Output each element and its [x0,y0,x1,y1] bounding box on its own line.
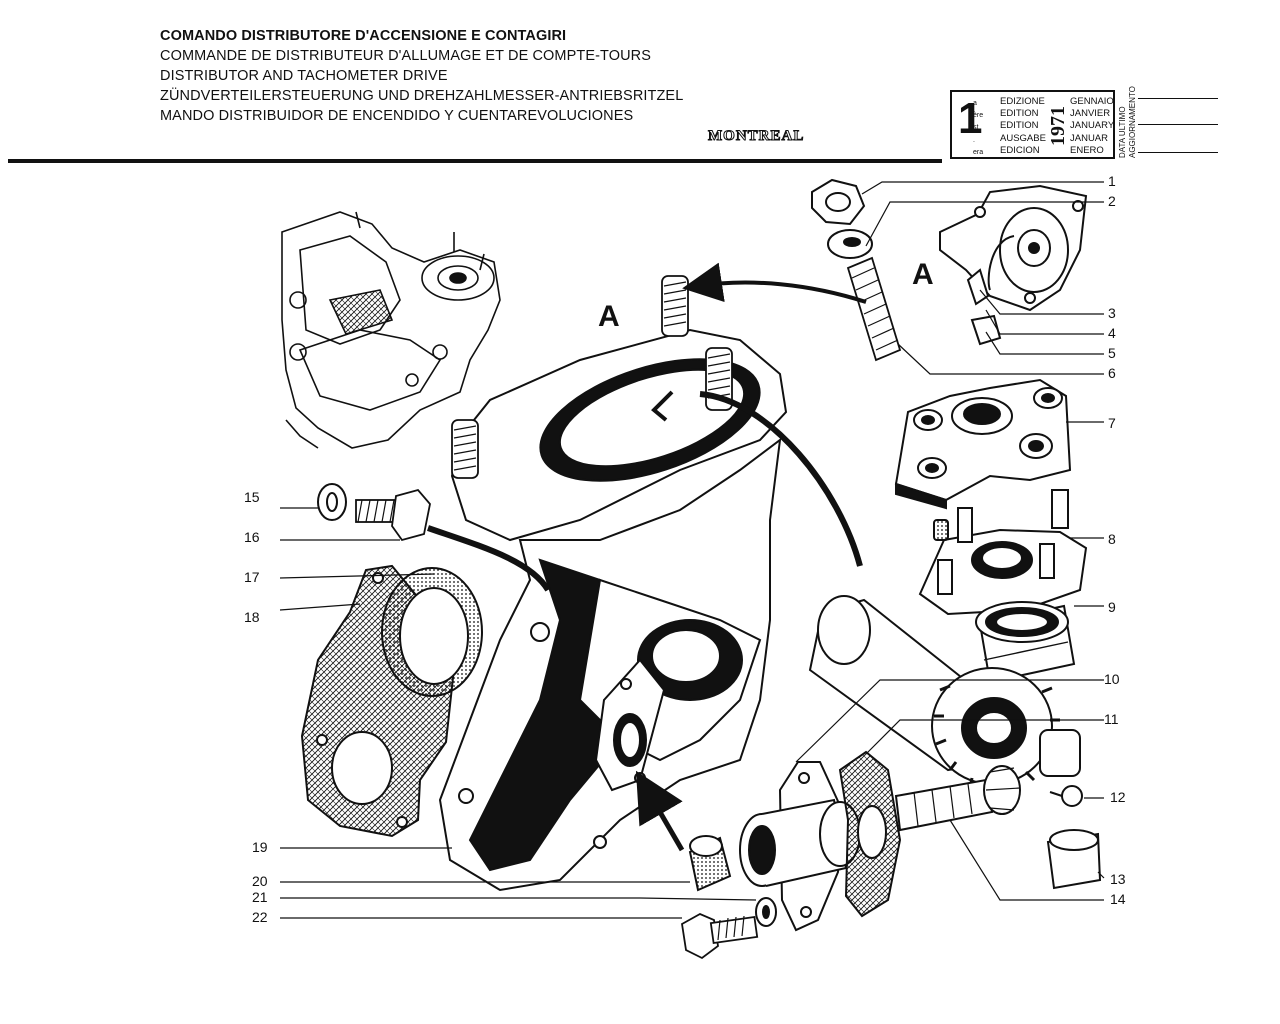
header-rule [8,159,942,163]
title-french: COMMANDE DE DISTRIBUTEUR D'ALLUMAGE ET D… [160,48,652,64]
callout-11: 11 [1104,711,1119,727]
flange-7 [894,378,1072,510]
callout-9: 9 [1108,599,1116,615]
gear-assembly [931,667,1081,795]
callout-22: 22 [252,909,268,925]
seal-ring-17 [381,567,483,697]
edition-words: EDIZIONE EDITION EDITION AUSGABE EDICION [1000,96,1046,157]
callout-4: 4 [1108,325,1116,341]
assembly-arrows [427,262,867,852]
screw-12 [1049,785,1083,807]
bolt-22 [681,912,759,960]
edition-month-it: GENNAIO [1070,96,1114,107]
callout-15: 15 [244,489,260,505]
engine-block-sketch [281,211,501,449]
edition-month-fr: JANVIER [1070,108,1111,120]
callout-3: 3 [1108,305,1116,321]
spacer-20 [688,835,732,892]
callout-10: 10 [1104,671,1120,687]
edition-word-fr: EDITION [1000,108,1039,120]
title-german: ZÜNDVERTEILERSTEUERUNG UND DREHZAHLMESSE… [160,88,684,104]
edition-word-en: EDITION [1000,120,1039,132]
edition-word-es: EDICION [1000,144,1040,156]
callout-21: 21 [252,889,268,905]
edition-superscripts: a ère st . era [973,98,983,159]
bearing-9 [975,601,1076,684]
edition-sup-de: . [973,136,975,144]
callout-18: 18 [244,609,260,625]
stud-6 [846,256,902,362]
callout-12: 12 [1110,789,1126,805]
distributor-housing [438,328,788,892]
gasket-11 [838,750,902,918]
callout-8: 8 [1108,531,1116,547]
edition-sup-es: era [973,148,984,156]
title-block: COMANDO DISTRIBUTORE D'ACCENSIONE E CONT… [160,26,683,126]
edition-sup-en: st [973,124,979,132]
update-line [1138,124,1218,125]
model-name: MONTREAL [707,128,805,145]
plate-8 [918,489,1088,616]
edition-word-de: AUSGABE [1000,132,1046,144]
tacho-shaft-14 [894,765,1021,832]
callout-7: 7 [1108,415,1116,431]
edition-month-es: ENERO [1070,144,1104,156]
callout-1: 1 [1108,173,1116,189]
edition-month-en: JANUARY [1070,120,1115,132]
title-spanish: MANDO DISTRIBUIDOR DE ENCENDIDO Y CUENTA… [160,108,634,124]
callout-16: 16 [244,529,260,545]
edition-number: 1 [958,94,983,143]
callout-20: 20 [252,873,268,889]
view-label-a: A [598,300,620,333]
callout-19: 19 [252,839,268,855]
callout-5: 5 [1108,345,1116,361]
callout-13: 13 [1110,871,1126,887]
washer-2 [827,229,873,259]
edition-word-it: EDIZIONE [1000,96,1045,107]
washer-21 [755,897,777,927]
callout-14: 14 [1110,891,1126,907]
callout-17: 17 [244,569,260,585]
bolt-16 [355,488,431,542]
leader-lines [279,181,1105,919]
edition-months: GENNAIO JANVIER JANUARY JANUAR ENERO [1070,96,1114,157]
edition-sup-it: a [973,100,977,107]
callout-6: 6 [1108,365,1116,381]
distributor-base-detail [939,184,1088,346]
washer-15 [317,483,347,521]
update-line [1138,152,1218,153]
title-italian: COMANDO DISTRIBUTORE D'ACCENSIONE E CONT… [160,28,567,44]
callout-numbers: 1 2 3 4 5 6 7 8 9 10 11 12 13 14 15 16 1… [244,173,1126,925]
title-english: DISTRIBUTOR AND TACHOMETER DRIVE [160,68,448,84]
edition-month-de: JANUAR [1070,132,1109,144]
callout-2: 2 [1108,193,1116,209]
bush-13 [1046,829,1102,890]
update-line [1138,98,1218,99]
edition-sup-fr: ère [973,112,984,120]
edition-box: 1 a ère st . era EDIZIONE EDITION EDITIO… [950,90,1115,159]
detail-label-a: A [912,258,934,291]
nut-1 [811,178,866,226]
